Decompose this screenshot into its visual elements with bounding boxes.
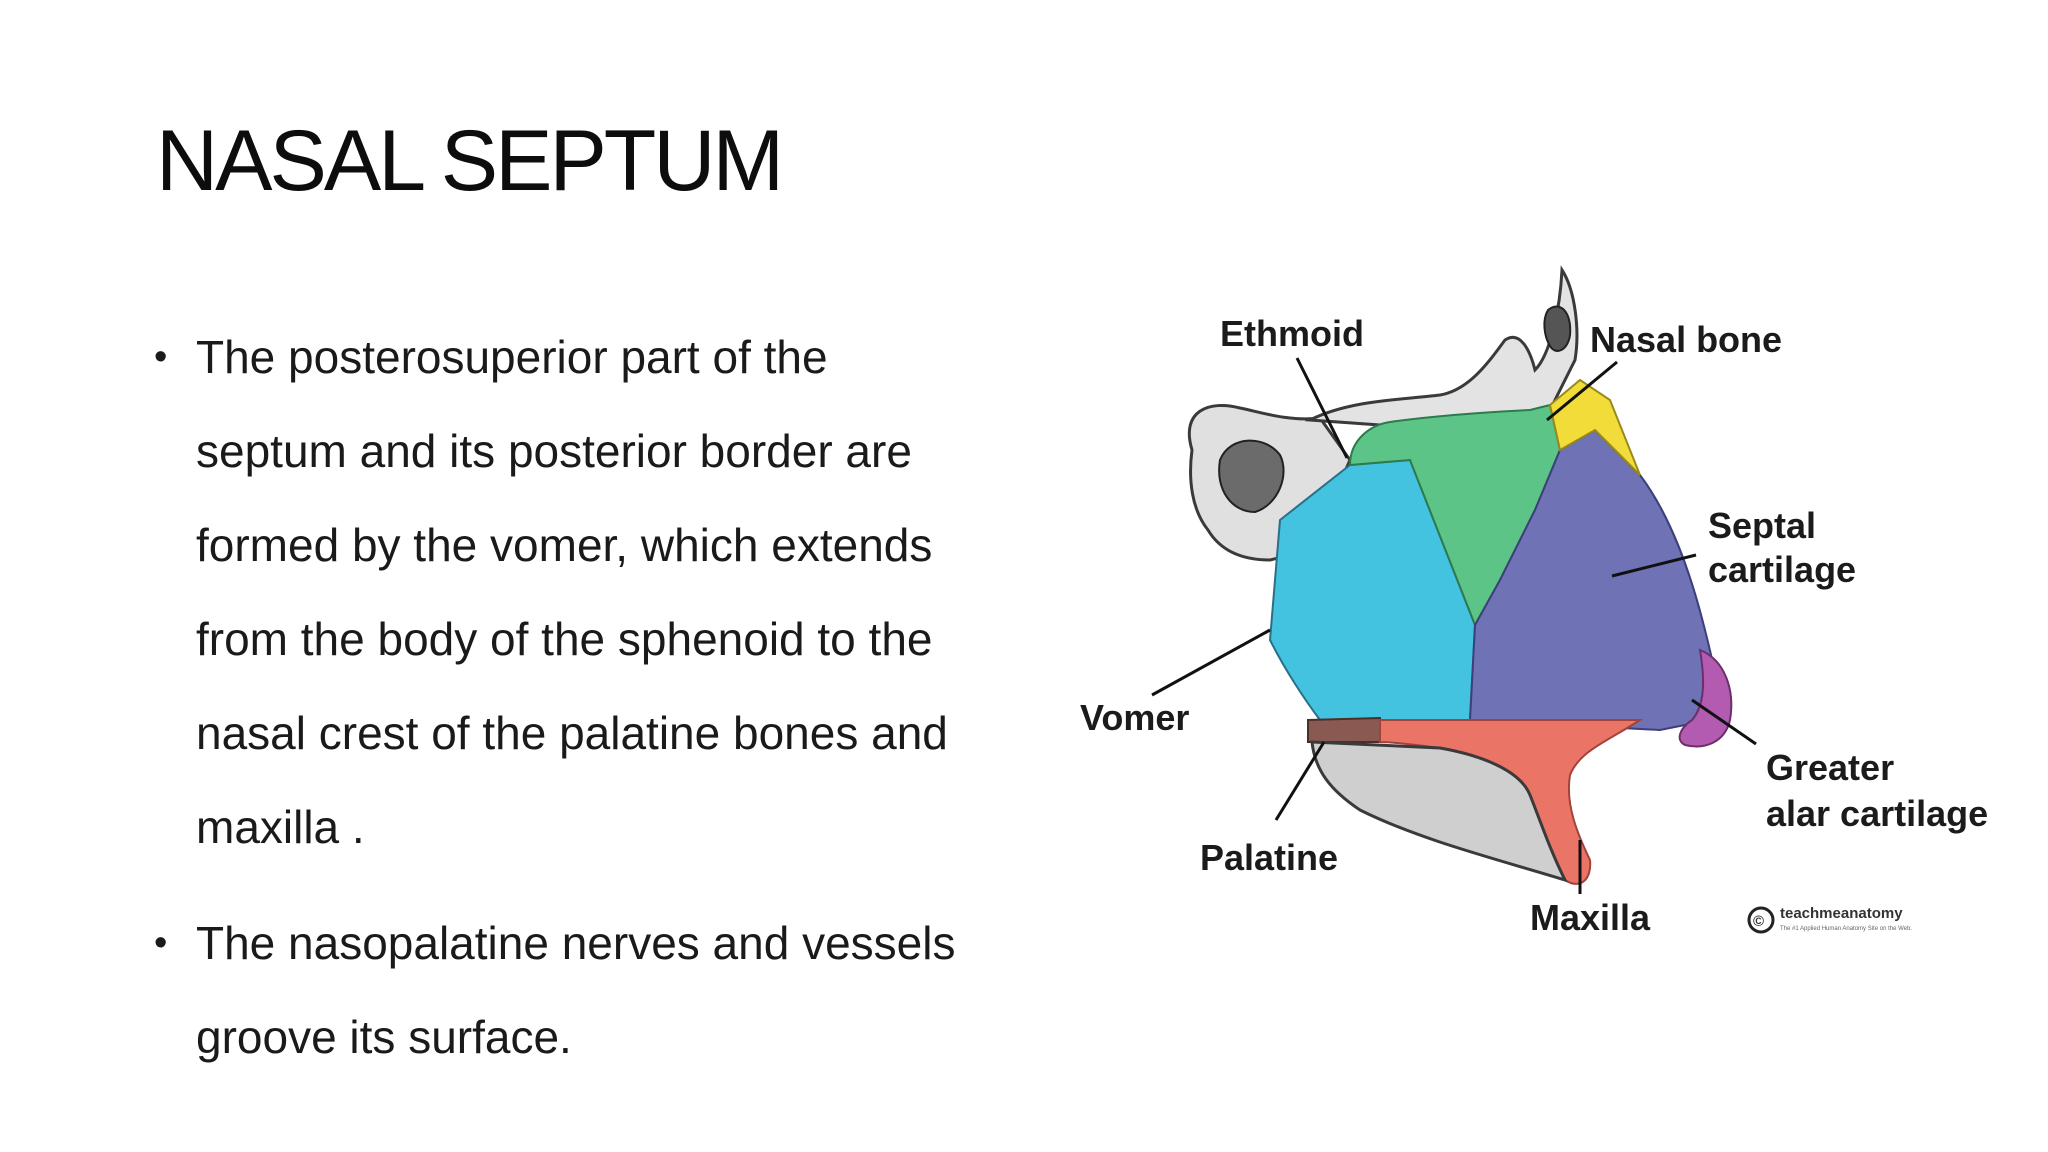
bullet-text: The posterosuperior part of the septum a…	[196, 331, 948, 853]
bullet-item: • The posterosuperior part of the septum…	[150, 310, 1080, 874]
ethmoid-leader	[1295, 357, 1349, 459]
nasal-septum-diagram: Ethmoid Nasal bone Septal cartilage Vome…	[1080, 250, 2000, 970]
palatine-region	[1307, 716, 1381, 743]
vomer-leader	[1151, 628, 1271, 697]
bullet-item: • The nasopalatine nerves and vessels gr…	[150, 896, 1080, 1084]
frontal-sinus	[1543, 305, 1572, 352]
label-ethmoid: Ethmoid	[1220, 313, 1364, 354]
label-greater-alar-2: alar cartilage	[1766, 793, 1988, 834]
bullet-text: The nasopalatine nerves and vessels groo…	[196, 917, 956, 1063]
bullet-icon: •	[154, 922, 168, 964]
cribriform-crest	[1304, 265, 1579, 427]
sphenoid-sinus	[1218, 439, 1285, 514]
label-nasal-bone: Nasal bone	[1590, 319, 1782, 360]
label-palatine: Palatine	[1200, 837, 1338, 878]
bullet-icon: •	[154, 336, 168, 378]
credit-tagline: The #1 Applied Human Anatomy Site on the…	[1780, 926, 1912, 932]
palatine-leader	[1274, 741, 1326, 821]
nasal-bone-leader	[1546, 360, 1618, 422]
greater-alar-leader	[1691, 698, 1757, 746]
bullet-list: • The posterosuperior part of the septum…	[150, 310, 1080, 1084]
label-maxilla: Maxilla	[1530, 897, 1651, 938]
diagram-svg: Ethmoid Nasal bone Septal cartilage Vome…	[1080, 265, 1988, 938]
label-vomer: Vomer	[1080, 697, 1189, 738]
label-septal-cartilage-1: Septal	[1708, 505, 1816, 546]
slide-title: NASAL SEPTUM	[156, 113, 784, 209]
copyright-icon	[1747, 906, 1775, 934]
hard-palate-shading	[1310, 740, 1568, 883]
credit-brand: teachmeanatomy	[1780, 905, 1903, 922]
label-septal-cartilage-2: cartilage	[1708, 549, 1856, 590]
label-greater-alar-1: Greater	[1766, 747, 1894, 788]
septal-cartilage-leader	[1611, 553, 1697, 578]
copyright-symbol: ©	[1753, 913, 1764, 930]
nasal-bone-region	[1548, 378, 1641, 476]
